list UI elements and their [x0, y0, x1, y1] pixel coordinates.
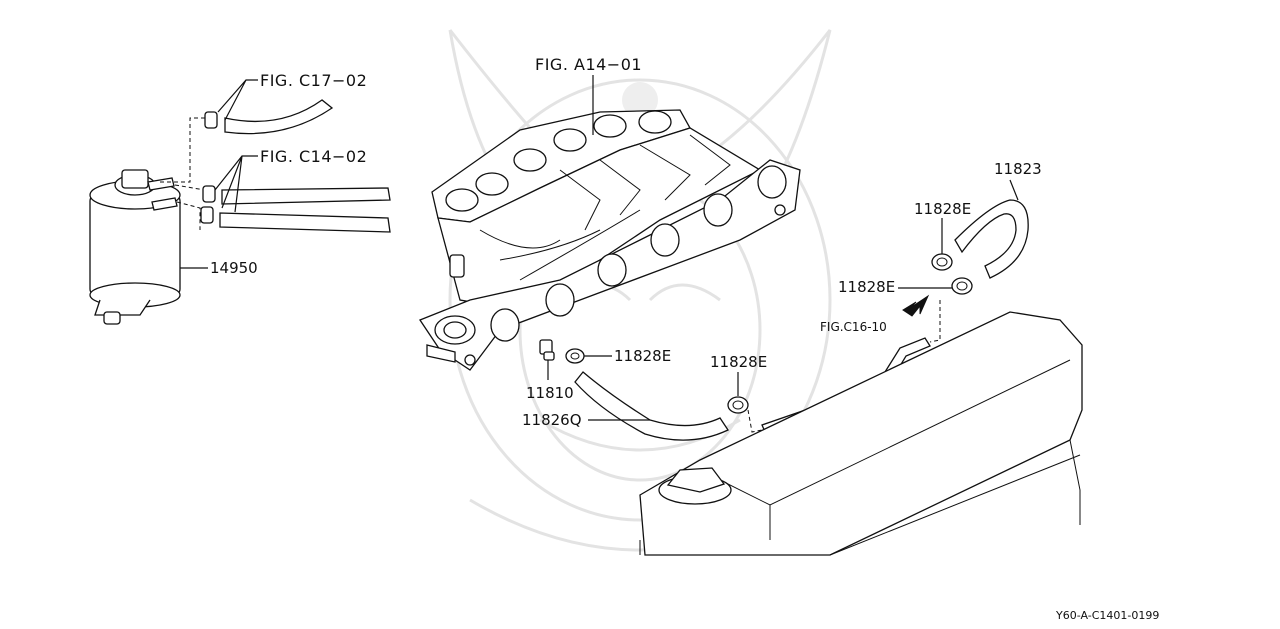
dash-link-2 — [174, 184, 206, 191]
hose-11826q — [574, 371, 729, 441]
pcv-valve — [539, 339, 555, 361]
hose-c14-upper — [221, 187, 391, 205]
label-11810: 11810 — [526, 384, 574, 402]
label-fig-c17: FIG. C17−02 — [260, 71, 367, 90]
label-fig-c16: FIG.C16-10 — [820, 320, 887, 334]
clamp-11828e-a — [931, 253, 953, 271]
clamp-11828e-b — [951, 277, 973, 295]
dash-link-1 — [160, 117, 208, 183]
rocker-cover — [639, 311, 1083, 556]
label-11828e-c: 11828E — [614, 347, 671, 365]
dash-link-5 — [929, 300, 941, 343]
intake-manifold — [419, 109, 801, 371]
dash-link-4 — [747, 409, 763, 433]
clamp-11828e-d — [727, 396, 749, 414]
label-11828e-d: 11828E — [710, 353, 767, 371]
dash-link-3 — [176, 201, 201, 230]
label-11828e-a: 11828E — [914, 200, 971, 218]
hose-c17 — [224, 99, 334, 135]
clamp-11828e-c — [565, 348, 585, 364]
leader-11823 — [1009, 179, 1019, 201]
leader-c17 — [217, 79, 258, 121]
label-14950: 14950 — [210, 259, 258, 277]
leader-c14 — [214, 155, 258, 213]
clamp-small-3 — [200, 206, 214, 224]
hose-c14-lower — [219, 212, 391, 233]
label-11826q: 11826Q — [522, 411, 582, 429]
label-fig-a14: FIG. A14−01 — [535, 55, 642, 74]
clamp-small-2 — [202, 185, 216, 203]
hose-11823 — [954, 199, 1029, 279]
clamp-small-1 — [204, 111, 218, 129]
arrow-icon — [902, 294, 930, 317]
label-11823: 11823 — [994, 160, 1042, 178]
canister — [89, 169, 181, 325]
label-11828e-b: 11828E — [838, 278, 895, 296]
diagram-code: Y60-A-C1401-0199 — [1055, 609, 1159, 622]
label-fig-c14: FIG. C14−02 — [260, 147, 367, 166]
